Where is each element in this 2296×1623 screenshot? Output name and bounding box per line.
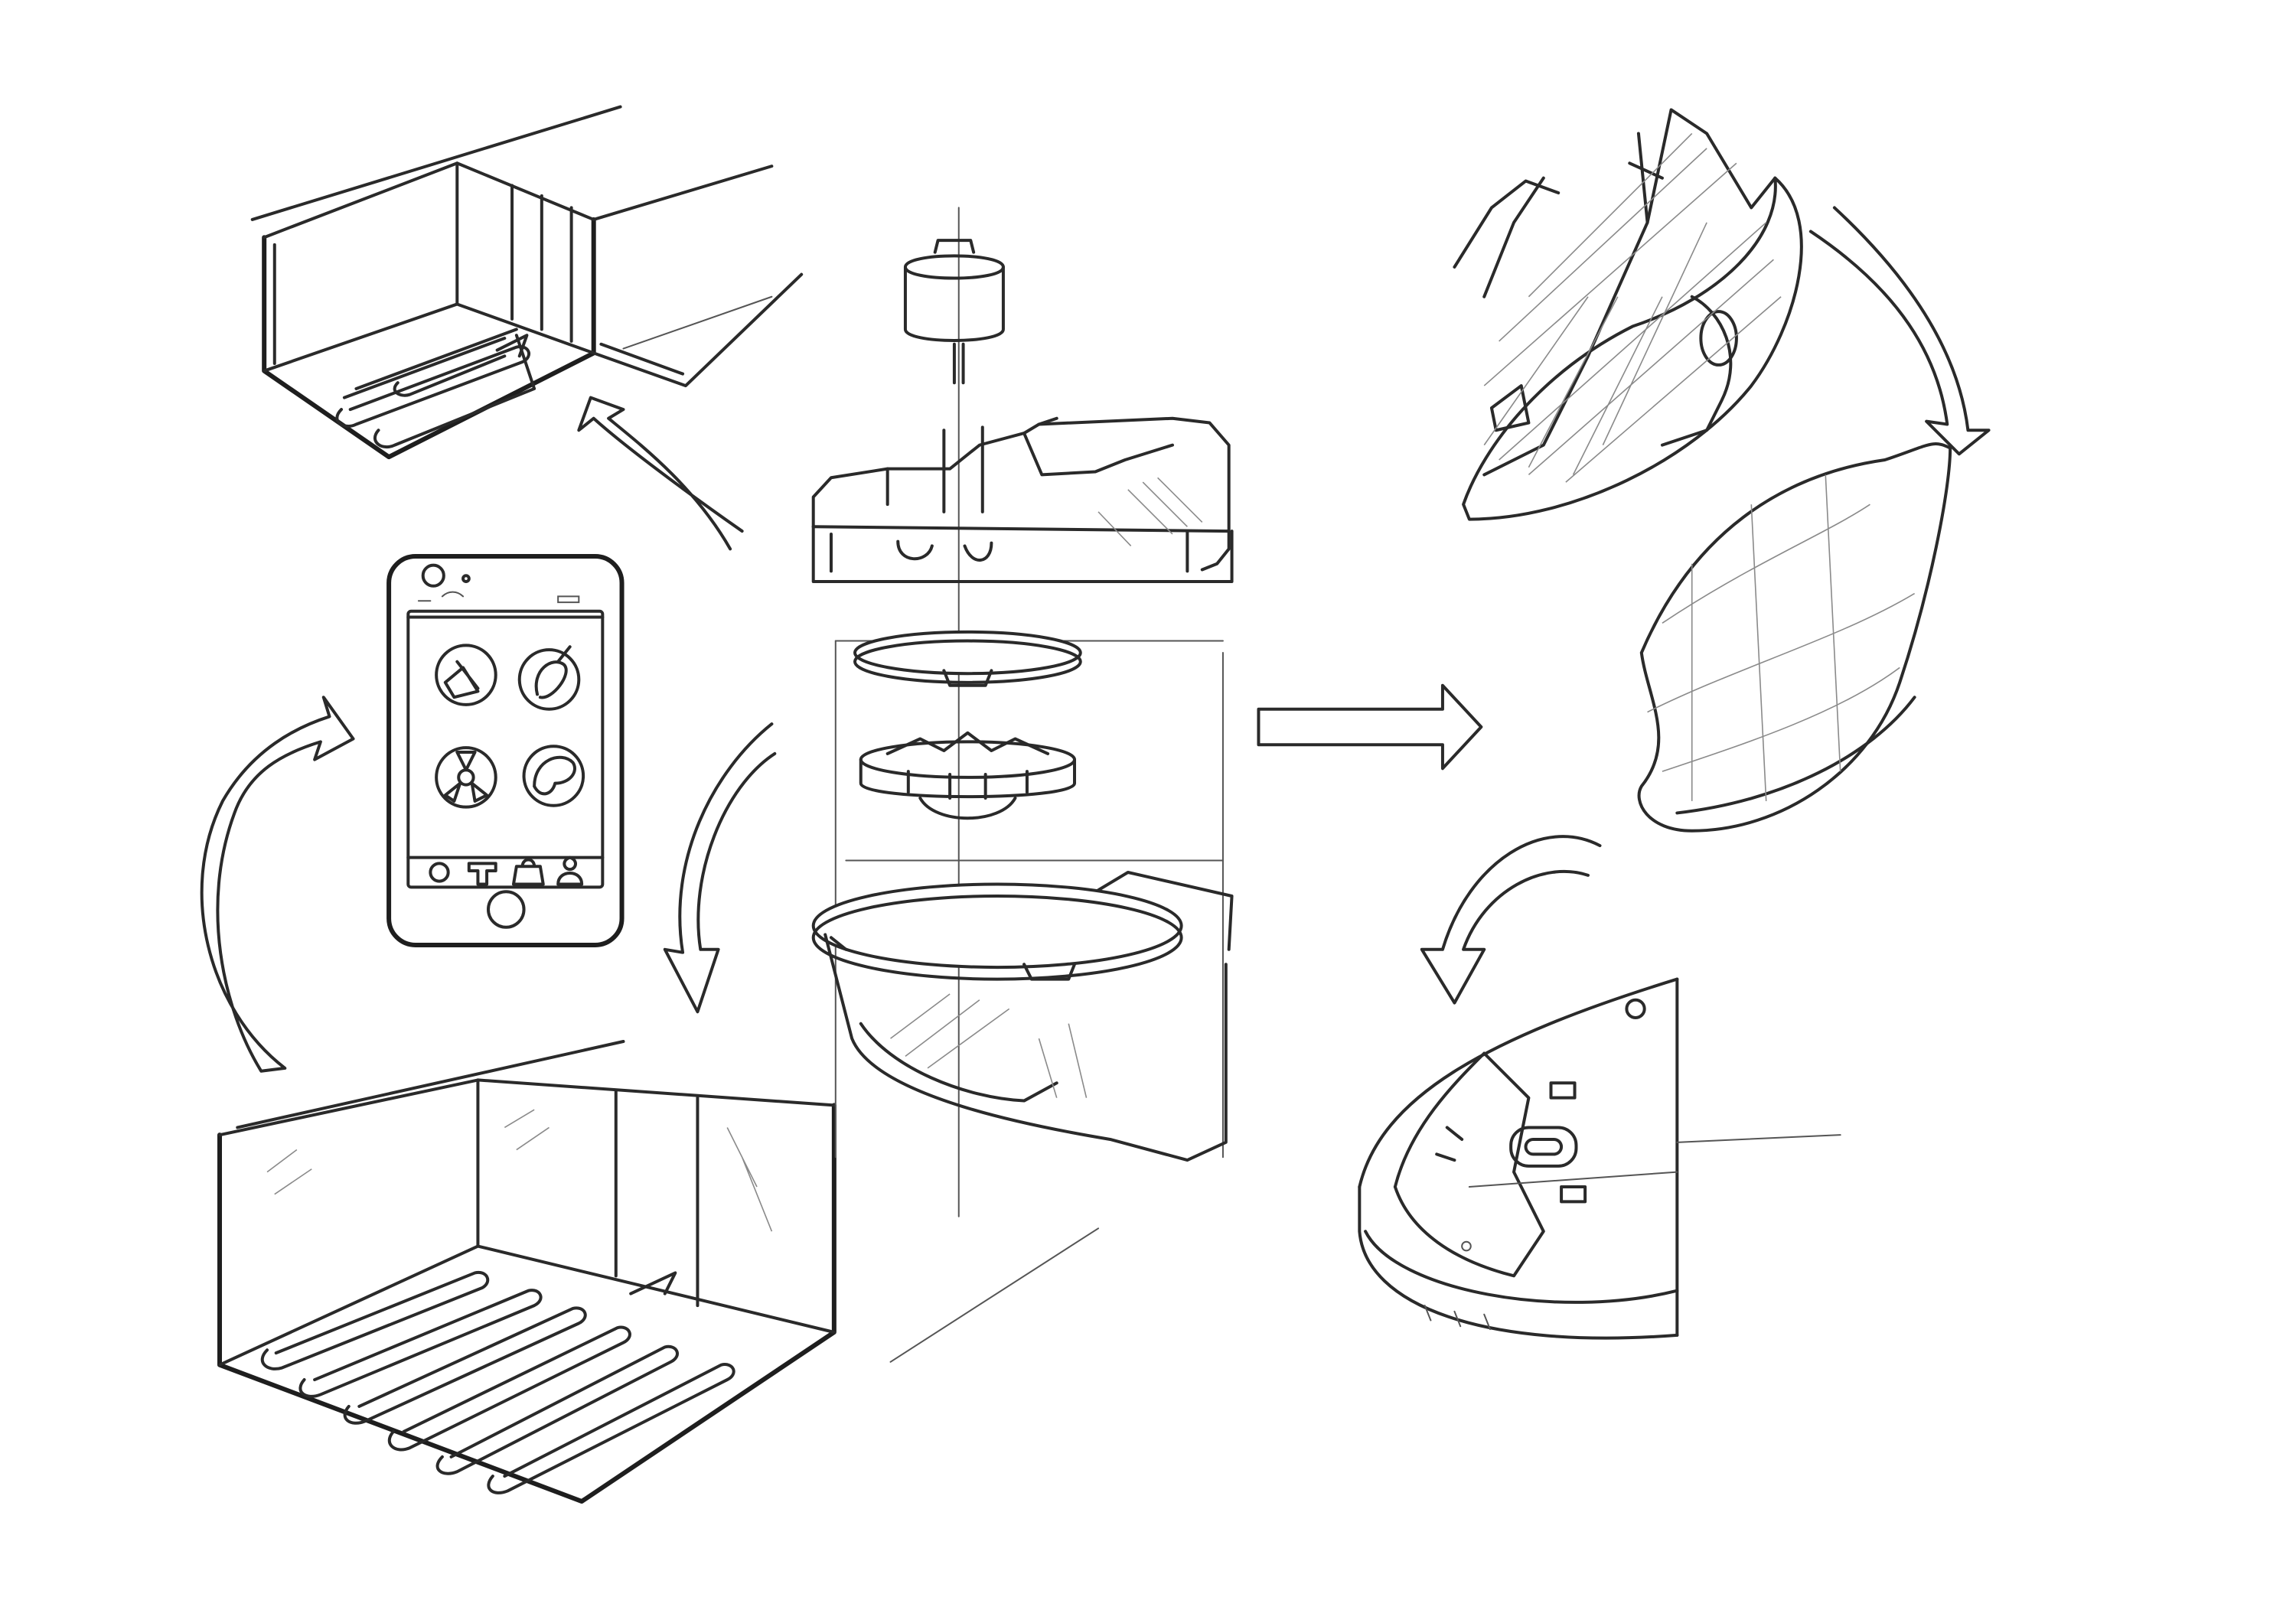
- arrow-to-right-assembly: [1258, 686, 1481, 769]
- T-icon[interactable]: [469, 863, 496, 884]
- dust-bin-part: [814, 872, 1232, 1160]
- motor-part: [905, 240, 1003, 383]
- person-icon[interactable]: [558, 858, 582, 885]
- fan-icon[interactable]: [436, 748, 496, 807]
- bottom-room-sketch: [220, 1041, 1098, 1501]
- arrow-to-phone: [202, 697, 354, 1071]
- exploded-center-line: [836, 207, 1223, 1216]
- arrow-to-bottom-room: [665, 724, 775, 1012]
- top-room-sketch: [253, 107, 802, 458]
- filter-part: [855, 632, 1081, 818]
- broom-icon[interactable]: [436, 645, 496, 705]
- arrow-down-left-bottom: [1422, 836, 1600, 1002]
- duck-mop-icon[interactable]: [520, 647, 579, 709]
- arrow-to-top-room: [579, 398, 742, 549]
- top-housing-part: [814, 419, 1232, 582]
- robot-base-sketch: [1359, 979, 1840, 1338]
- arrow-down-right-top: [1811, 207, 1989, 454]
- smartphone-sketch: [389, 556, 621, 945]
- cutaway-part-sketch: [1454, 109, 1801, 519]
- shell-part-sketch: [1639, 444, 1951, 831]
- bag-icon[interactable]: [514, 860, 543, 885]
- dolphin-icon[interactable]: [524, 746, 584, 806]
- home-circle-icon[interactable]: [430, 863, 448, 881]
